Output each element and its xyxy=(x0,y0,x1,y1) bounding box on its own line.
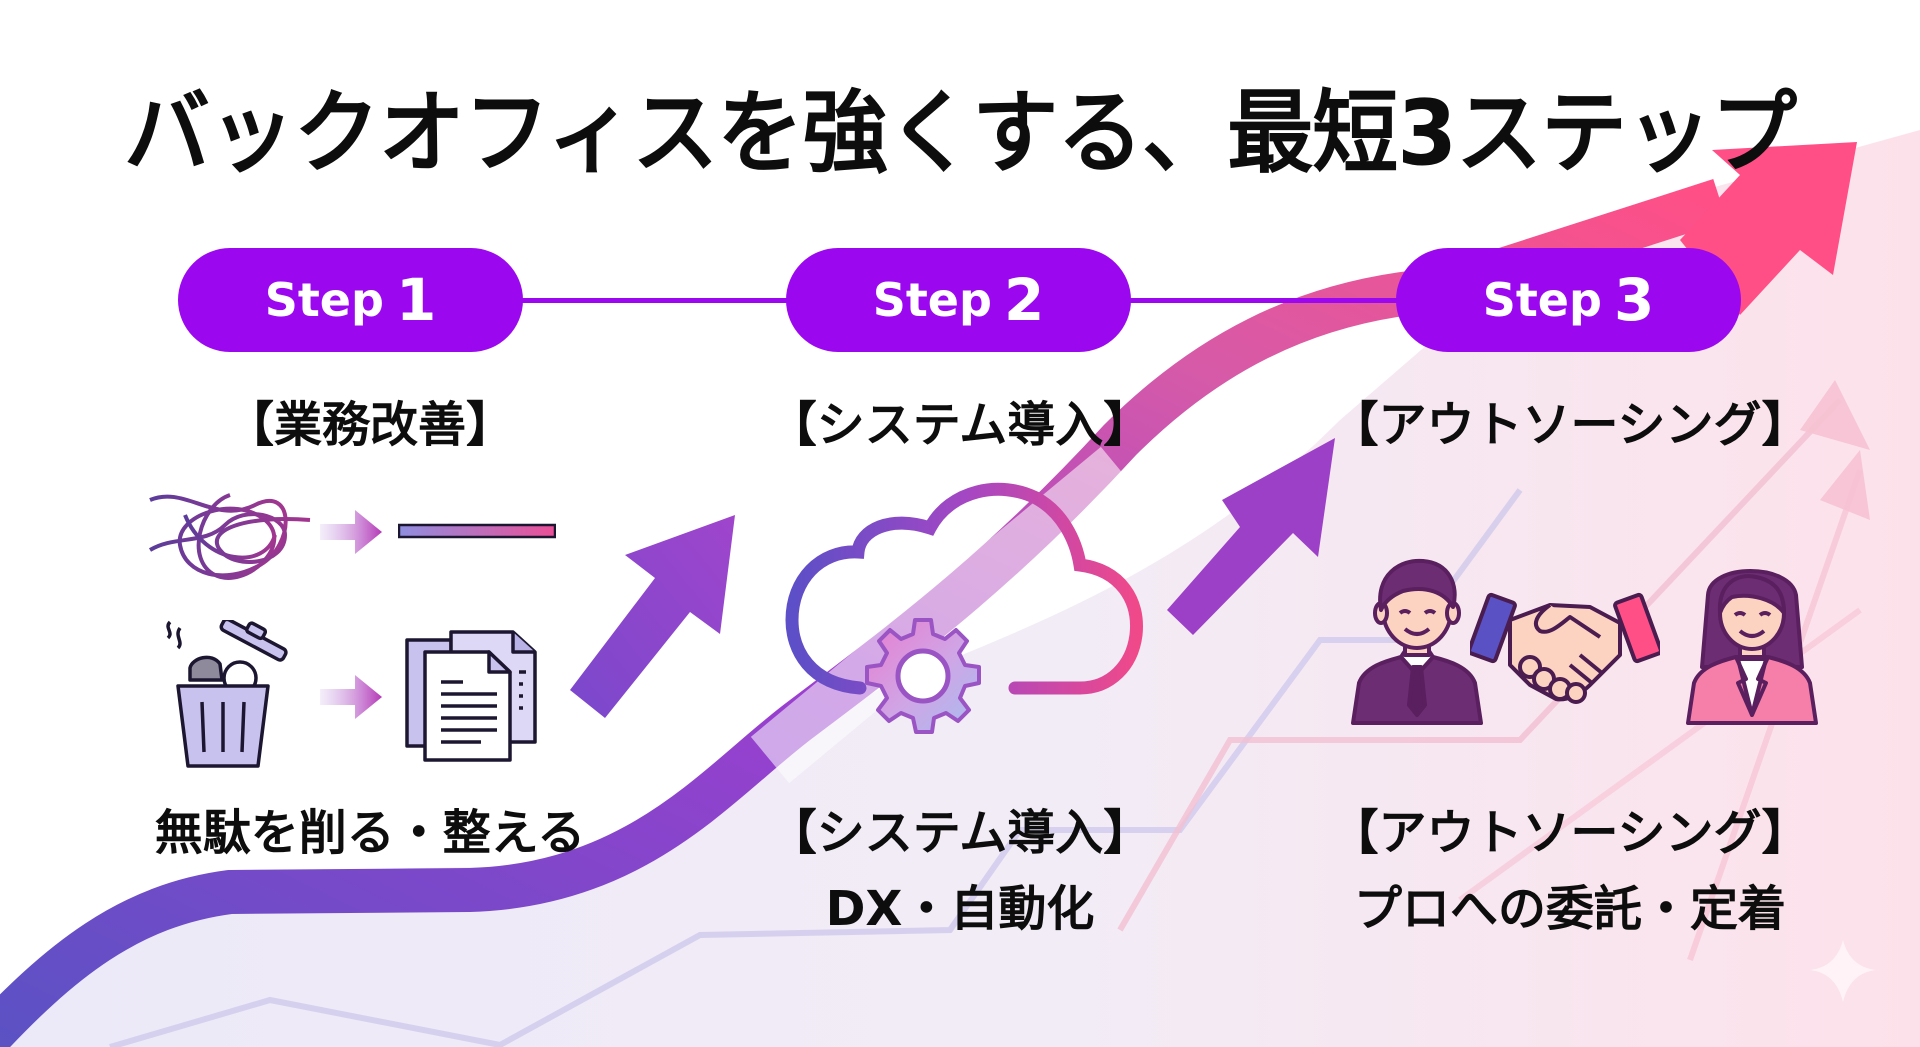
businessman-icon xyxy=(1351,558,1483,725)
caption-line: 【アウトソーシング】 xyxy=(1330,805,1810,861)
straight-line-icon xyxy=(398,523,556,539)
caption-line: DX・自動化 xyxy=(825,881,1095,937)
step-connector xyxy=(520,298,790,303)
arrow-right-icon xyxy=(320,510,382,554)
faint-arrow-head xyxy=(1800,380,1870,450)
step-number: 2 xyxy=(1003,266,1045,334)
handshake-icon xyxy=(1470,592,1660,704)
step-2-caption: 【システム導入】 DX・自動化 xyxy=(720,795,1200,947)
step-number: 3 xyxy=(1613,266,1655,334)
background-wash xyxy=(0,130,1920,1047)
caption-line: プロへの委託・定着 xyxy=(1353,881,1786,937)
caption-line: 無駄を削る・整える xyxy=(154,805,586,861)
step-3-heading: 【アウトソーシング】 xyxy=(1330,397,1810,453)
step-1-pill: Step 1 xyxy=(178,248,523,352)
businesswoman-icon xyxy=(1686,569,1818,725)
trash-can-icon xyxy=(166,620,288,768)
cloud-icon xyxy=(785,482,1143,695)
documents-icon xyxy=(405,630,537,762)
step-word: Step xyxy=(872,273,992,327)
step-3-pill: Step 3 xyxy=(1396,248,1741,352)
gear-icon xyxy=(865,618,981,734)
faint-trend-line xyxy=(109,488,1523,1047)
tangled-line-icon xyxy=(148,493,311,580)
step-2-heading: 【システム導入】 xyxy=(768,397,1152,453)
step-connector xyxy=(1128,298,1398,303)
step-3-caption: 【アウトソーシング】 プロへの委託・定着 xyxy=(1300,795,1840,947)
arrow-right-icon xyxy=(320,675,382,719)
up-arrow-icon xyxy=(1167,438,1335,635)
step-1-heading: 【業務改善】 xyxy=(225,397,514,453)
sparkle-icon xyxy=(1810,940,1876,1002)
step-word: Step xyxy=(264,273,384,327)
faint-arrow-head xyxy=(1820,450,1870,520)
faint-trend-line xyxy=(1117,397,1843,932)
step-1-caption: 無駄を削る・整える xyxy=(110,795,630,871)
step-number: 1 xyxy=(395,266,437,334)
page-title: バックオフィスを強くする、最短3ステップ xyxy=(123,80,1797,186)
step-word: Step xyxy=(1482,273,1602,327)
step-2-pill: Step 2 xyxy=(786,248,1131,352)
caption-line: 【システム導入】 xyxy=(768,805,1152,861)
up-arrow-icon xyxy=(570,515,735,718)
